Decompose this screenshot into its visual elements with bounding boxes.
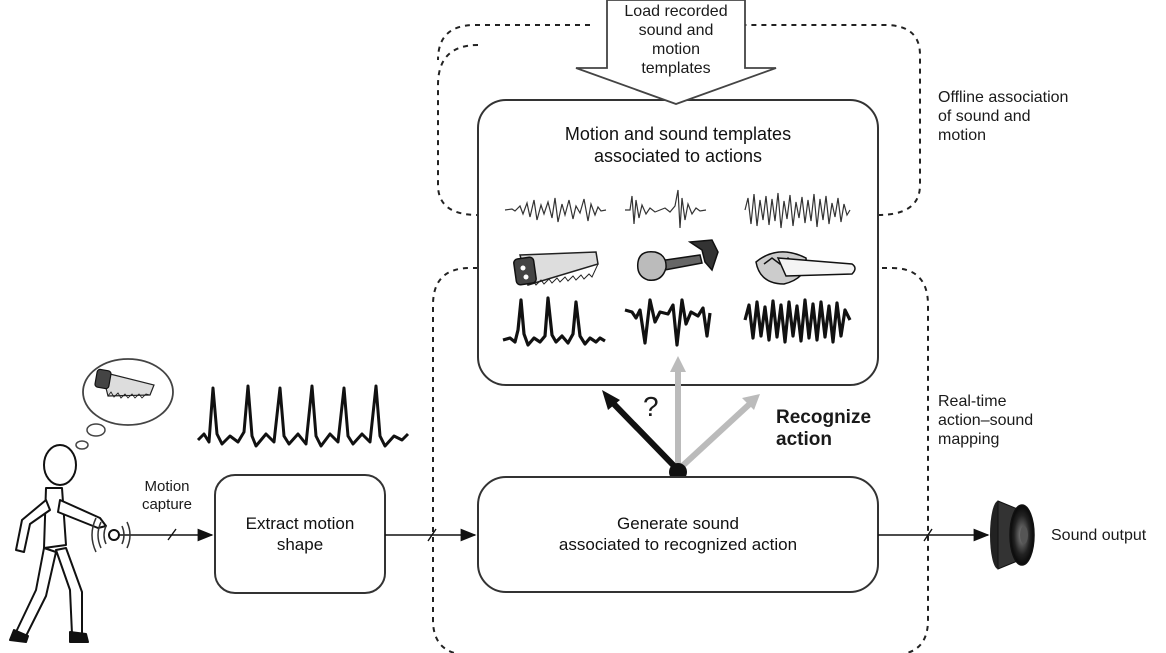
sensor-signal-icon (91, 517, 131, 553)
thought-saw-icon (94, 368, 155, 399)
generate-box-label: Generate sound associated to recognized … (558, 514, 798, 554)
candidate-arrow-right (675, 397, 757, 473)
speaker-icon (990, 500, 1035, 570)
toothbrush-icon (755, 251, 856, 285)
motion-wave-saw (502, 296, 606, 347)
realtime-mapping-label: Real-time action–sound mapping (938, 393, 1034, 448)
offline-region (437, 24, 921, 216)
sound-templates (504, 189, 851, 229)
person-figure (9, 444, 107, 643)
recognized-arrow (607, 397, 681, 473)
templates-box-title: Motion and sound templates associated to… (564, 124, 792, 166)
question-mark: ? (643, 391, 659, 422)
recognize-action-label: Recognize action (776, 407, 872, 450)
extract-box-label: Extract motion shape (245, 514, 355, 554)
sound-wave-hammer (625, 189, 707, 229)
sound-wave-brush (744, 192, 851, 229)
motion-wave-brush (743, 298, 852, 344)
captured-motion-wave (196, 384, 410, 448)
saw-icon (513, 251, 599, 286)
sound-wave-saw (504, 197, 607, 223)
sound-output-label: Sound output (1051, 527, 1147, 544)
motion-capture-label: Motion capture (141, 478, 193, 513)
motion-templates (502, 296, 852, 347)
offline-association-label: Offline association of sound and motion (938, 89, 1069, 144)
extract-box (214, 474, 386, 594)
load-arrow-label: Load recorded sound and motion templates (624, 3, 728, 77)
motion-wave-hammer (624, 298, 712, 347)
hammer-icon (636, 239, 719, 281)
thought-bubble (75, 358, 174, 450)
load-arrow (575, 0, 777, 105)
